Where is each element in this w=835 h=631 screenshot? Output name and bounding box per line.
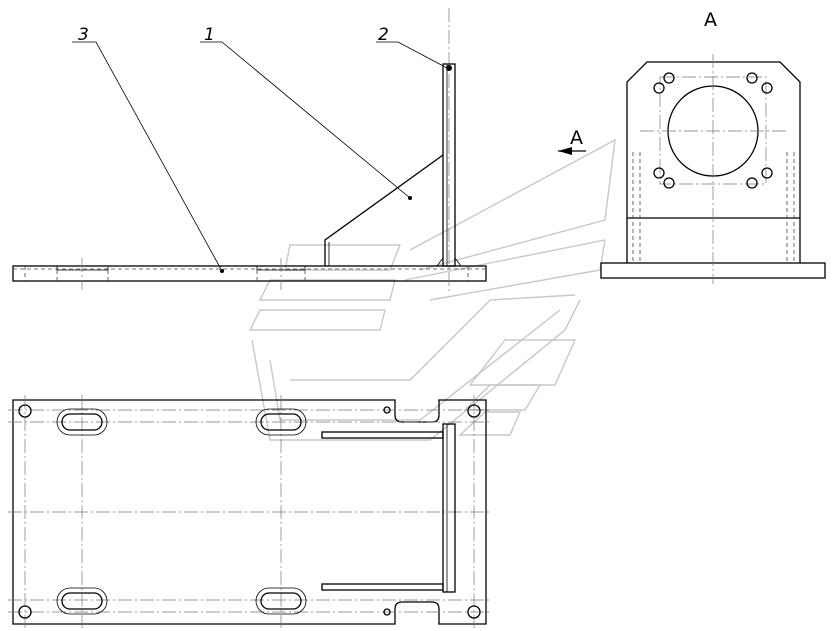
- gusset-top-lower: [321, 583, 444, 591]
- view-a-upright: [626, 61, 801, 263]
- part-label-3: 3: [78, 25, 89, 45]
- vertical-plate-top: [442, 423, 456, 593]
- side-view: [12, 8, 487, 292]
- part-label-2: 2: [378, 25, 389, 45]
- view-title: A: [704, 9, 717, 31]
- view-a: A: [600, 9, 826, 284]
- top-view: [8, 395, 492, 628]
- part-label-1: 1: [204, 25, 215, 45]
- part-leaders: 3 1 2: [72, 25, 448, 273]
- base-plate-side: [12, 265, 487, 282]
- gusset-top-upper: [321, 431, 444, 439]
- view-marker-label: A: [570, 127, 583, 149]
- view-direction-arrow: A: [558, 127, 586, 155]
- background-watermark: [248, 138, 616, 441]
- gusset-rib: [324, 154, 444, 266]
- base-plate-top: [12, 399, 487, 625]
- vertical-plate: [442, 63, 456, 267]
